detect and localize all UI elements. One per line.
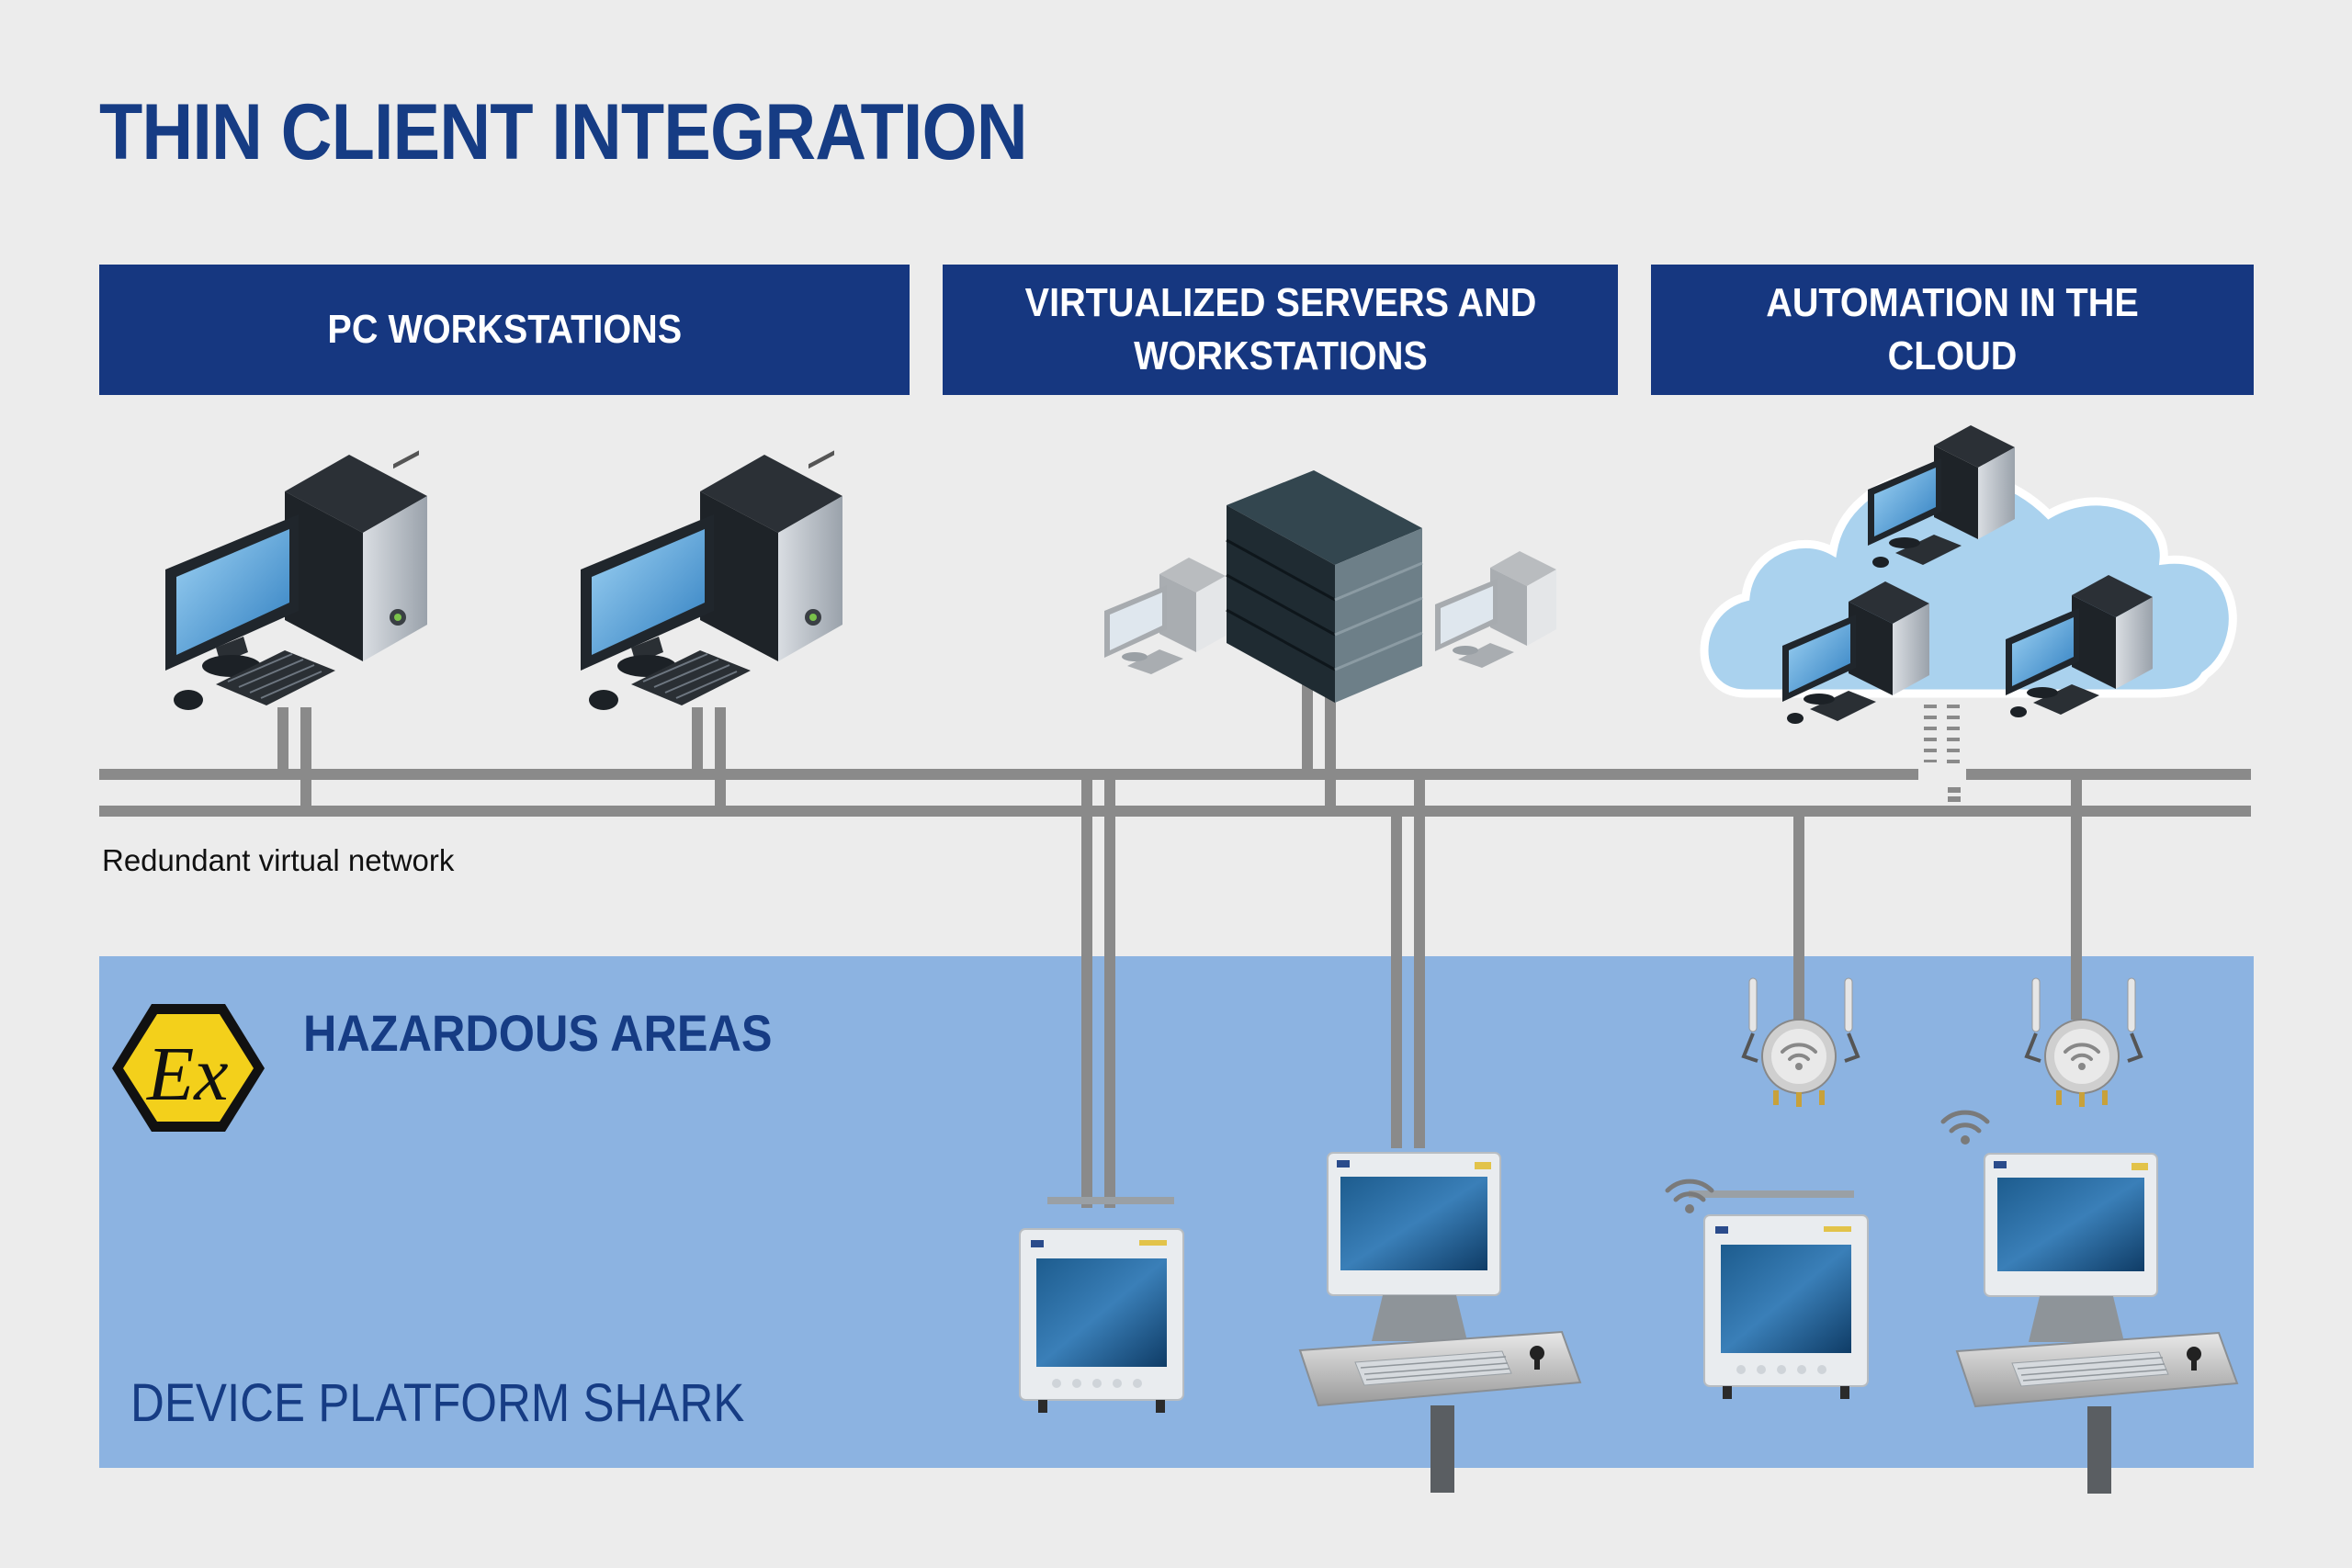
server-rack-icon	[1226, 470, 1423, 703]
header-virtualized: VIRTUALIZED SERVERS AND WORKSTATIONS	[943, 265, 1618, 395]
network-label: Redundant virtual network	[102, 843, 455, 877]
hazardous-areas-title: HAZARDOUS AREAS	[303, 1004, 773, 1062]
device-platform-label: DEVICE PLATFORM SHARK	[130, 1373, 745, 1433]
desktop-pc-icon	[1104, 558, 1226, 674]
wifi-access-point-icon	[2025, 976, 2143, 1109]
header-virtualized-label: VIRTUALIZED SERVERS AND WORKSTATIONS	[1024, 280, 1536, 378]
ex-symbol-text: Ex	[146, 1032, 229, 1117]
desktop-pc-icon	[164, 449, 428, 711]
ex-hazard-icon: Ex	[112, 1004, 265, 1132]
panel-pc-icon	[1019, 1197, 1184, 1414]
operator-console-icon	[1956, 1153, 2238, 1495]
panel-pc-icon	[1689, 1190, 1869, 1400]
desktop-pc-icon	[1435, 551, 1556, 668]
header-cloud: AUTOMATION IN THE CLOUD	[1651, 265, 2254, 395]
operator-console-icon	[1299, 1152, 1581, 1494]
page-title: THIN CLIENT INTEGRATION	[99, 88, 1028, 176]
header-pc-label: PC WORKSTATIONS	[327, 307, 682, 352]
wifi-signal-icon	[1943, 1112, 1987, 1145]
header-pc-workstations: PC WORKSTATIONS	[99, 265, 910, 395]
desktop-pc-icon	[580, 449, 843, 711]
header-cloud-label: AUTOMATION IN THE CLOUD	[1766, 280, 2139, 378]
network-lines	[99, 684, 2251, 1208]
